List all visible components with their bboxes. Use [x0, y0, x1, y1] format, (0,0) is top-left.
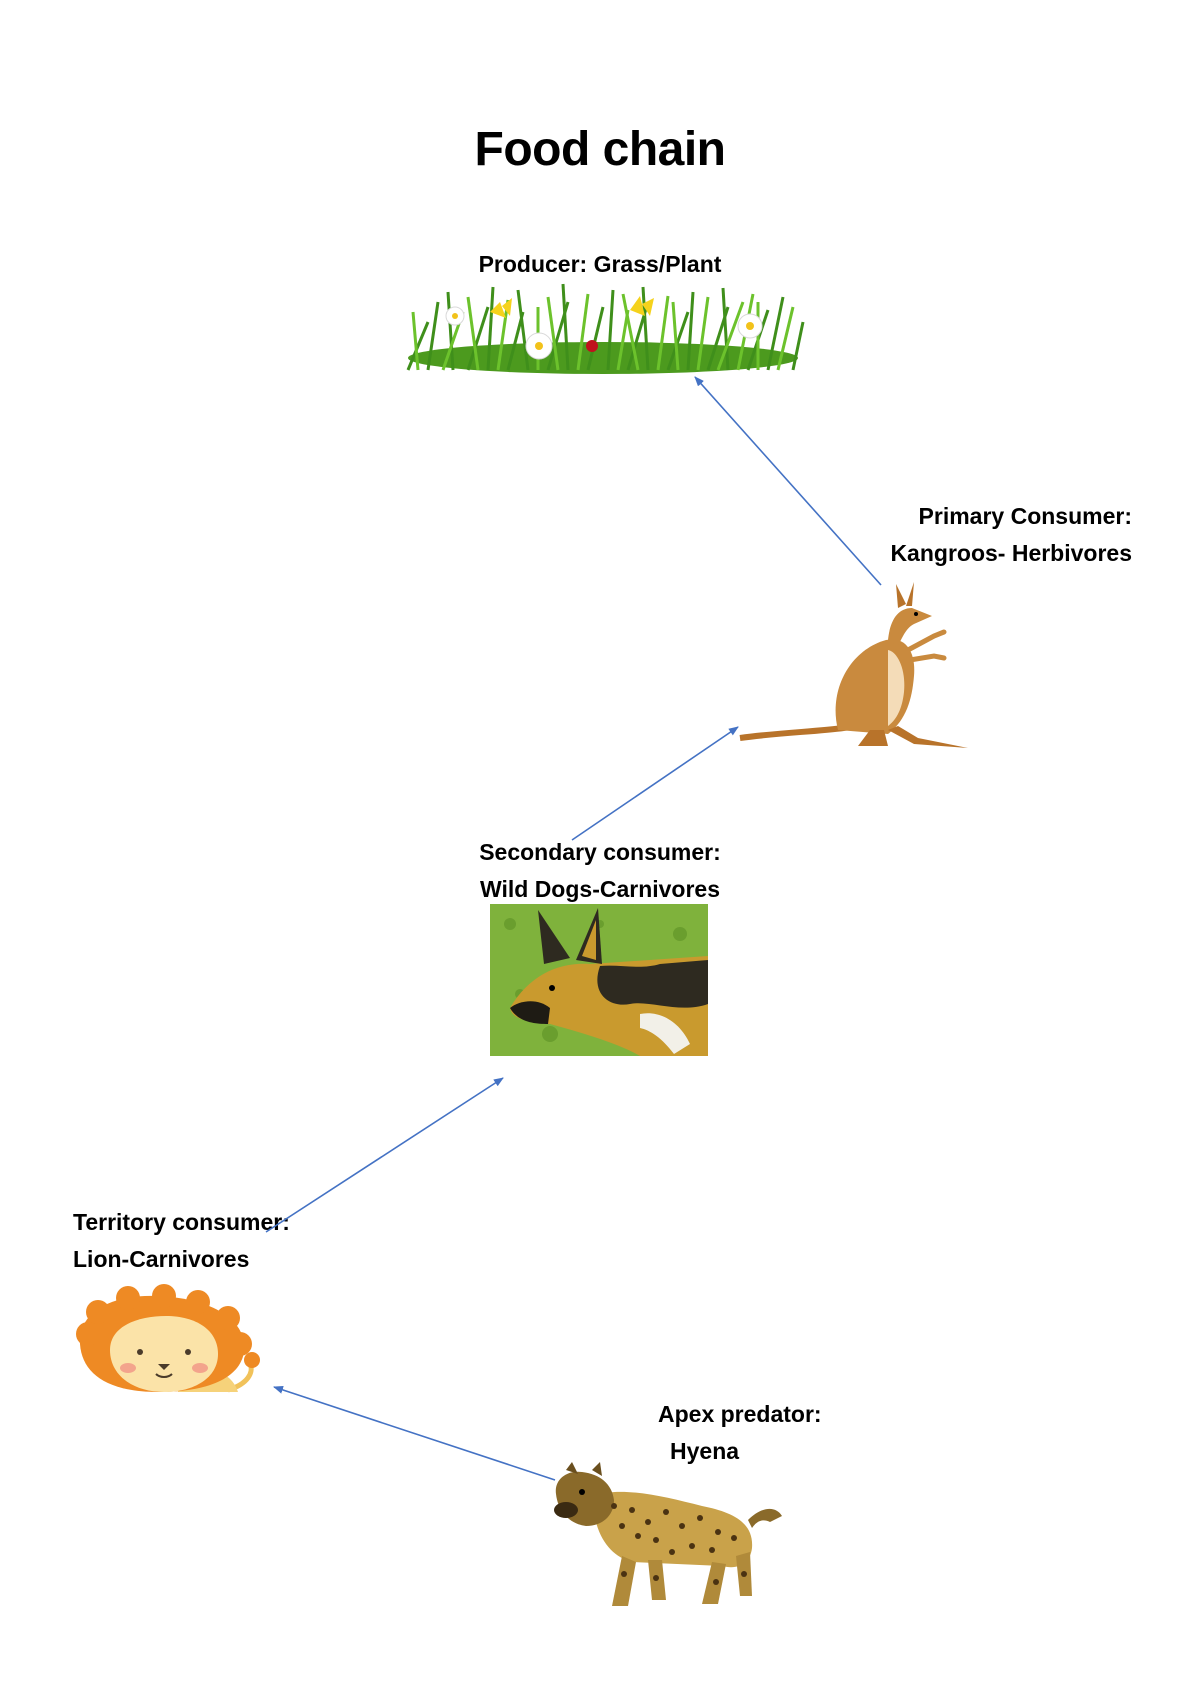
secondary-consumer-label-line2: Wild Dogs-Carnivores	[479, 876, 721, 902]
tertiary-consumer-label-line2: Lion-Carnivores	[73, 1246, 250, 1272]
grass-image	[406, 283, 805, 374]
arrow-hyena-to-lion	[273, 1386, 556, 1481]
apex-predator-label-line1: Apex predator:	[658, 1401, 822, 1427]
tertiary-consumer-label-line1: Territory consumer:	[73, 1209, 290, 1235]
kangaroo-image	[739, 582, 968, 748]
producer-label: Producer: Grass/Plant	[478, 251, 722, 277]
apex-predator-label-line2: Hyena	[670, 1438, 740, 1464]
hyena-image	[554, 1462, 782, 1606]
secondary-consumer-label-line1: Secondary consumer:	[479, 839, 721, 865]
primary-consumer-label-line1: Primary Consumer:	[918, 503, 1132, 529]
wild-dog-image	[490, 904, 708, 1056]
page-title: Food chain	[474, 123, 726, 176]
lion-image	[76, 1284, 260, 1393]
primary-consumer-label-line2: Kangroos- Herbivores	[890, 540, 1132, 566]
arrow-lion-to-wild-dog	[265, 1077, 504, 1233]
arrow-wild-dog-to-kangaroo	[571, 726, 739, 841]
